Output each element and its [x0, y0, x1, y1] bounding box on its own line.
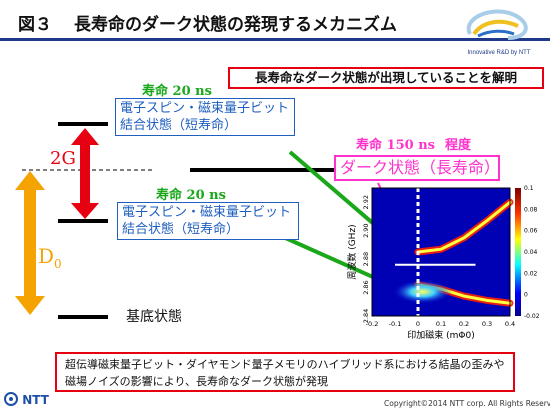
summary-line2: 磁場ノイズの影響により、長寿命なダーク状態が発現	[65, 375, 329, 388]
label-d0: D0	[38, 244, 62, 271]
lower-box-line2: 結合状態（短寿命）	[122, 222, 240, 237]
dark-lifetime-label: 寿命 150 ns 程度	[356, 134, 471, 153]
dark-state-box: ダーク状態（長寿命）	[334, 155, 500, 181]
spectrum-heatmap: -0.2 -0.1 0 0.1 0.2 0.3 0.4 2.84 2.86 2.88 2.90 2.9…	[346, 185, 540, 340]
lower-box-line1: 電子スピン・磁束量子ビット	[122, 205, 292, 220]
ntt-innovative-logo: Innovative R&D by NTT	[452, 4, 546, 62]
colorbar-tick-label: 0.06	[524, 228, 538, 235]
x-tick-label: 0.3	[482, 320, 492, 328]
label-d0-sub: 0	[54, 257, 62, 271]
upper-box-line2: 結合状態（短寿命）	[120, 118, 238, 133]
branch-line-0	[416, 200, 512, 254]
upper-lifetime-label: 寿命 20 ns	[142, 84, 212, 99]
y-axis-label: 周波数 (GHz)	[346, 224, 358, 279]
y-tick-label: 2.90	[362, 223, 370, 237]
upper-coupled-state-box: 電子スピン・磁束量子ビット 結合状態（短寿命）	[115, 98, 295, 136]
d0-double-arrow	[15, 171, 45, 315]
page-title: 図３ 長寿命のダーク状態の発現するメカニズム	[18, 10, 397, 35]
colorbar-tick-label: 0.04	[524, 249, 538, 256]
title-underline	[0, 38, 550, 41]
y-tick-label: 2.84	[362, 309, 370, 323]
title-text: 長寿命のダーク状態の発現するメカニズム	[74, 15, 397, 35]
figure-number: 図３	[18, 15, 52, 35]
dark-lifetime-value: 寿命 150 ns	[356, 138, 435, 153]
dark-lifetime-degree: 程度	[444, 138, 471, 153]
label-d0-main: D	[38, 244, 55, 268]
2g-double-arrow	[71, 128, 99, 219]
colorbar-tick-label: 0.08	[524, 206, 538, 213]
x-tick-label: 0.4	[505, 320, 515, 328]
label-2g: 2G	[50, 148, 76, 169]
summary-line1: 超伝導磁束量子ビット・ダイヤモンド量子メモリのハイブリッド系における結晶の歪みや	[65, 358, 505, 371]
ntt-mark-icon	[4, 392, 18, 406]
lower-lifetime-label: 寿命 20 ns	[156, 188, 226, 203]
resonance-blob	[392, 279, 453, 304]
y-tick-label: 2.86	[362, 280, 370, 294]
x-tick-label: -0.1	[389, 320, 402, 328]
ground-state-label: 基底状態	[126, 309, 182, 325]
summary-box: 超伝導磁束量子ビット・ダイヤモンド量子メモリのハイブリッド系における結晶の歪みや…	[55, 352, 515, 392]
x-tick-label: 0.1	[436, 320, 446, 328]
x-tick-label: 0	[416, 320, 420, 328]
upper-box-line1: 電子スピン・磁束量子ビット	[120, 101, 290, 116]
colorbar-tick-label: 0.1	[524, 185, 534, 192]
colorbar-tick-label: 0.02	[524, 270, 538, 277]
ntt-company-logo: NTT	[4, 392, 49, 407]
colorbar	[515, 188, 521, 316]
plot-frame	[371, 187, 511, 317]
copyright-notice: Copyright©2014 NTT corp. All Rights Rese…	[384, 399, 550, 408]
logo-text: Innovative R&D by NTT	[467, 50, 530, 56]
x-tick-label: -0.2	[366, 320, 379, 328]
company-name: NTT	[22, 393, 49, 407]
result-callout: 長寿命なダーク状態が出現していることを解明	[228, 67, 544, 89]
y-tick-label: 2.88	[362, 252, 370, 266]
colorbar-tick-label: -0.02	[524, 313, 540, 320]
y-tick-label: 2.92	[362, 195, 370, 209]
x-tick-label: 0.2	[459, 320, 469, 328]
lower-coupled-state-box: 電子スピン・磁束量子ビット 結合状態（短寿命）	[117, 202, 299, 240]
x-axis-label: 印加磁束 (mΦ0)	[407, 329, 474, 340]
colorbar-tick-label: 0	[524, 292, 528, 299]
